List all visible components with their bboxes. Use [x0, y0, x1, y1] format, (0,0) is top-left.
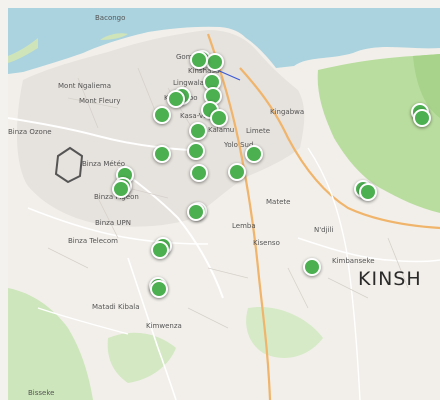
- city-label: KINSH: [358, 268, 422, 290]
- map-marker[interactable]: [112, 180, 130, 198]
- place-label: Binza Telecom: [68, 237, 118, 245]
- place-label: Kisenso: [253, 239, 280, 247]
- map-marker[interactable]: [303, 258, 321, 276]
- place-label: Matete: [266, 198, 291, 206]
- place-label: Binza Ozone: [8, 128, 52, 136]
- place-label: Kalamu: [208, 126, 235, 134]
- place-label: Kingabwa: [270, 108, 305, 116]
- map-marker[interactable]: [153, 145, 171, 163]
- place-label: Lemba: [232, 222, 256, 230]
- map-marker[interactable]: [190, 164, 208, 182]
- place-label: Kimwenza: [146, 322, 182, 330]
- map-marker[interactable]: [245, 145, 263, 163]
- map-marker[interactable]: [413, 109, 431, 127]
- place-label: Binza Météo: [82, 160, 126, 168]
- map-marker[interactable]: [151, 241, 169, 259]
- place-label: Yolo Sud: [224, 141, 254, 149]
- place-label: N'djili: [314, 226, 334, 234]
- place-label: Gombe: [176, 53, 202, 61]
- map-marker[interactable]: [190, 51, 208, 69]
- place-label: Limete: [246, 127, 271, 135]
- map-marker[interactable]: [206, 53, 224, 71]
- map-tiles: [8, 8, 440, 400]
- place-label: Kimbanseke: [332, 257, 375, 265]
- place-label: Matadi Kibala: [92, 303, 140, 311]
- place-label: Mont Fleury: [79, 97, 121, 105]
- map-marker[interactable]: [210, 109, 228, 127]
- place-label: Kinshasa: [188, 67, 220, 75]
- place-label: Lingwala: [173, 79, 204, 87]
- map-marker[interactable]: [189, 122, 207, 140]
- place-label: Bisseke: [28, 389, 55, 397]
- place-label: Mont Ngaliema: [58, 82, 112, 90]
- map-marker[interactable]: [187, 203, 205, 221]
- map-marker[interactable]: [359, 183, 377, 201]
- map-marker[interactable]: [167, 90, 185, 108]
- place-label: Bacongo: [95, 14, 126, 22]
- map-marker[interactable]: [187, 142, 205, 160]
- map-marker[interactable]: [153, 106, 171, 124]
- map-marker[interactable]: [228, 163, 246, 181]
- map-marker[interactable]: [150, 280, 168, 298]
- place-label: Kasa-Vubu: [180, 112, 217, 120]
- place-label: Binza UPN: [95, 219, 131, 227]
